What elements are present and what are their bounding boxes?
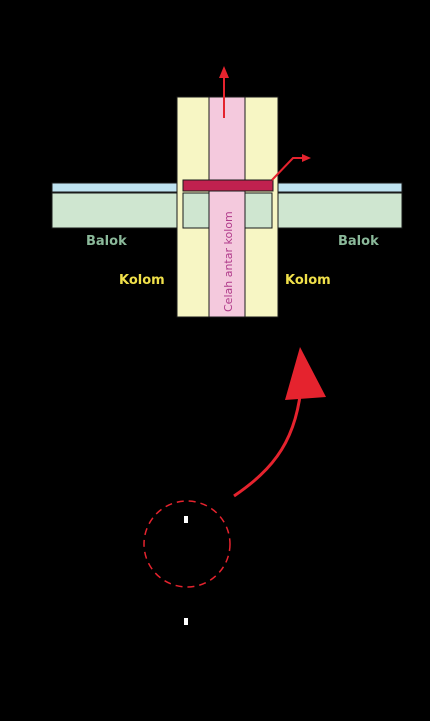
left-beam-assembly — [51, 182, 185, 229]
joint-marker-upper — [184, 516, 188, 523]
left-beam — [51, 192, 185, 229]
column-gap — [208, 96, 246, 318]
right-slab — [271, 182, 403, 193]
left-slab — [51, 182, 185, 193]
column-label-left: Kolom — [119, 273, 165, 288]
arrow-right-icon — [271, 154, 311, 181]
curved-arrow-icon — [233, 347, 326, 498]
left-beam-stub — [182, 192, 210, 229]
arrow-up-icon — [219, 66, 229, 118]
column-label-right: Kolom — [285, 273, 331, 288]
joint-cover-plate — [182, 179, 274, 192]
beam-label-right: Balok — [338, 234, 379, 249]
right-beam — [277, 192, 403, 229]
right-beam-assembly — [271, 182, 403, 229]
beam-label-left: Balok — [86, 234, 127, 249]
joint-marker-lower — [184, 618, 188, 625]
dashed-circle-icon — [143, 500, 231, 588]
gap-label: Celah antar kolom — [222, 211, 235, 312]
right-beam-stub — [244, 192, 273, 229]
